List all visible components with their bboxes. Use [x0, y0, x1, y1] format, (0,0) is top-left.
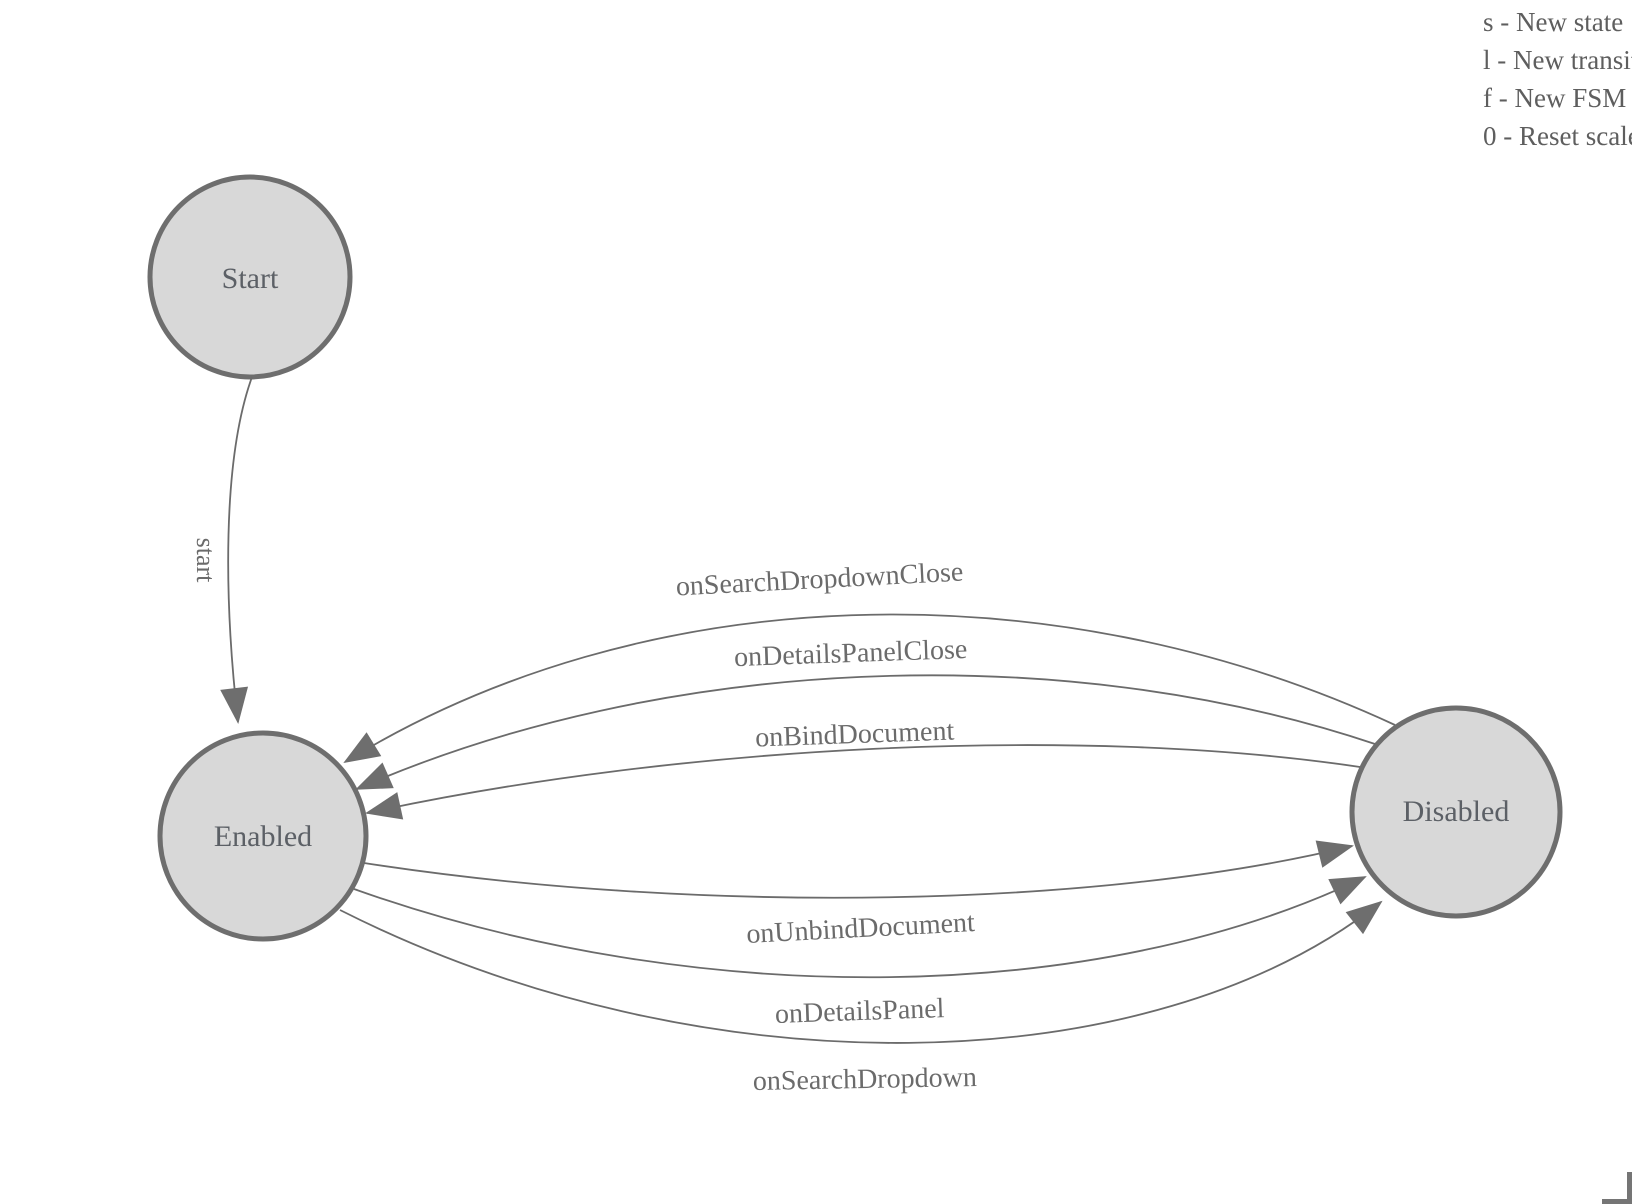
transition-edge-start[interactable]: [220, 376, 253, 724]
legend-line-new-state: s - New state: [1483, 7, 1623, 37]
legend-line-reset-scale: 0 - Reset scale: [1483, 121, 1632, 151]
transition-label-onunbinddocument: onUnbindDocument: [746, 907, 976, 950]
state-label-start: Start: [222, 262, 279, 295]
corner-bracket-vertical: [1627, 1172, 1632, 1204]
state-node-start[interactable]: Start: [147, 174, 353, 380]
state-label-disabled: Disabled: [1403, 795, 1510, 828]
transition-edge-onsearchdropdownclose[interactable]: [343, 613, 1396, 764]
transition-edge-onsearchdropdown[interactable]: [339, 900, 1383, 1044]
transition-edge-ondetailspanelclose[interactable]: [355, 674, 1376, 790]
state-circle-enabled[interactable]: [157, 730, 369, 942]
transition-label-onsearchdropdownclose: onSearchDropdownClose: [675, 557, 964, 603]
state-label-enabled: Enabled: [214, 820, 312, 853]
shortcut-legend: s - New state l - New transition f - New…: [1483, 7, 1632, 151]
transition-label-start: start: [191, 538, 220, 584]
transition-edge-ondetailspanel[interactable]: [353, 876, 1367, 979]
legend-line-new-transition: l - New transition: [1483, 45, 1632, 75]
corner-bracket: [1602, 1172, 1632, 1204]
legend-line-new-fsm: f - New FSM: [1483, 83, 1626, 113]
state-circle-start[interactable]: [147, 174, 353, 380]
state-circle-disabled[interactable]: [1349, 705, 1563, 919]
state-node-enabled[interactable]: Enabled: [157, 730, 369, 942]
state-node-disabled[interactable]: Disabled: [1349, 705, 1563, 919]
transition-label-onbinddocument: onBindDocument: [755, 716, 955, 754]
transition-edge-onunbinddocument[interactable]: [363, 840, 1354, 899]
transition-label-ondetailspanelclose: onDetailsPanelClose: [734, 634, 968, 673]
transition-label-ondetailspanel: onDetailsPanel: [774, 993, 945, 1030]
corner-bracket-horizontal: [1602, 1199, 1632, 1204]
transition-edge-onbinddocument[interactable]: [365, 744, 1361, 820]
transition-label-onsearchdropdown: onSearchDropdown: [753, 1062, 977, 1097]
